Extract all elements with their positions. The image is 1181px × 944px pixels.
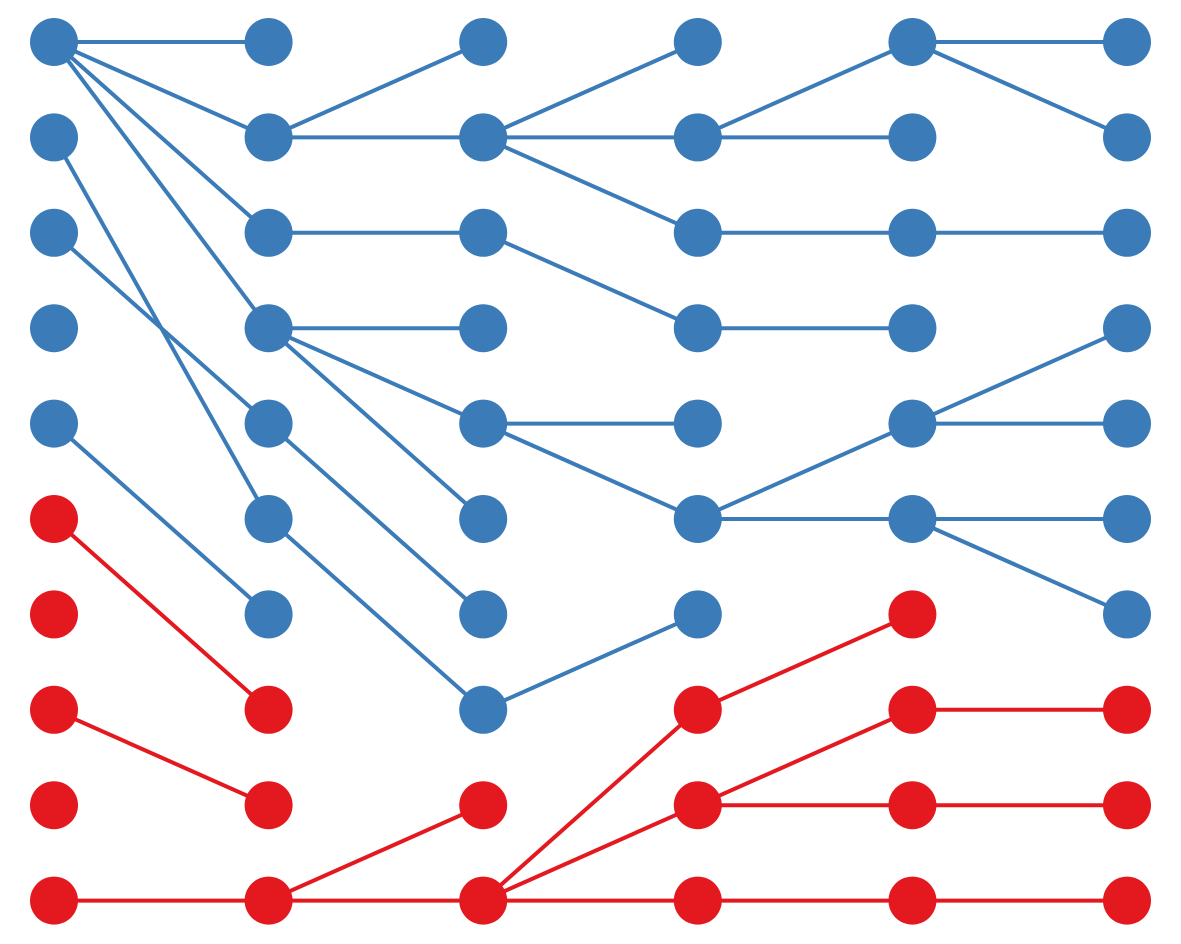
edge-c0r5-c1r7 xyxy=(52,517,271,712)
node-c1r9-red xyxy=(244,876,293,925)
edge-c0r2-c1r4 xyxy=(52,230,271,426)
node-c2r4-blue xyxy=(459,399,508,448)
node-c3r7-red xyxy=(673,685,722,734)
node-c0r1-blue xyxy=(30,113,78,162)
edge-c0r4-c1r6 xyxy=(52,421,271,617)
node-c5r9-red xyxy=(1103,876,1151,925)
node-c0r4-blue xyxy=(30,399,78,448)
node-c1r5-blue xyxy=(244,495,293,543)
edge-c4r5-c5r6 xyxy=(910,517,1129,617)
edge-c1r4-c2r6 xyxy=(266,421,486,617)
node-c0r2-blue xyxy=(30,208,78,257)
edge-c4r0-c5r1 xyxy=(910,40,1129,140)
node-c1r8-red xyxy=(244,781,293,830)
edge-c1r3-c2r5 xyxy=(266,326,486,521)
edge-c3r8-c4r7 xyxy=(695,707,915,808)
node-c0r3-blue xyxy=(30,304,78,353)
node-c3r4-blue xyxy=(673,399,722,448)
node-c1r2-blue xyxy=(244,208,293,257)
edge-c2r9-c3r8 xyxy=(481,803,700,903)
edge-c0r0-c1r1 xyxy=(52,40,271,140)
edges-layer xyxy=(52,40,1129,903)
node-c1r7-red xyxy=(244,685,293,734)
node-c0r6-red xyxy=(30,590,78,639)
edge-c3r1-c4r0 xyxy=(695,40,915,140)
node-c2r7-blue xyxy=(459,685,508,734)
node-c1r6-blue xyxy=(244,590,293,639)
node-c2r0-blue xyxy=(459,18,508,66)
node-c5r4-blue xyxy=(1103,399,1151,448)
node-c3r0-blue xyxy=(673,18,722,66)
node-c2r2-blue xyxy=(459,208,508,257)
edge-c2r4-c3r5 xyxy=(481,421,700,521)
node-c0r5-red xyxy=(30,495,78,543)
edge-c2r1-c3r0 xyxy=(481,40,700,140)
node-c4r6-red xyxy=(888,590,937,639)
edge-c2r2-c3r3 xyxy=(481,230,700,331)
node-c0r0-blue xyxy=(30,18,78,66)
edge-c1r1-c2r0 xyxy=(266,40,486,140)
node-c4r1-blue xyxy=(888,113,937,162)
node-c4r8-red xyxy=(888,781,937,830)
node-c5r7-red xyxy=(1103,685,1151,734)
node-c5r6-blue xyxy=(1103,590,1151,639)
node-c2r9-red xyxy=(459,876,508,925)
node-c2r1-blue xyxy=(459,113,508,162)
node-c3r5-blue xyxy=(673,495,722,543)
node-c3r1-blue xyxy=(673,113,722,162)
edge-c2r9-c3r7 xyxy=(481,707,700,903)
edge-c1r5-c2r7 xyxy=(266,517,486,712)
nodes-layer xyxy=(30,18,1151,925)
node-c5r2-blue xyxy=(1103,208,1151,257)
node-c3r8-red xyxy=(673,781,722,830)
node-c1r3-blue xyxy=(244,304,293,353)
node-c3r2-blue xyxy=(673,208,722,257)
node-c1r0-blue xyxy=(244,18,293,66)
node-c2r3-blue xyxy=(459,304,508,353)
node-c4r4-blue xyxy=(888,399,937,448)
edge-c0r7-c1r8 xyxy=(52,707,271,808)
node-c4r2-blue xyxy=(888,208,937,257)
edge-c2r7-c3r6 xyxy=(481,612,700,712)
node-c5r8-red xyxy=(1103,781,1151,830)
edge-c0r0-c1r2 xyxy=(52,40,271,235)
node-c2r8-red xyxy=(459,781,508,830)
node-c4r0-blue xyxy=(888,18,937,66)
node-c4r7-red xyxy=(888,685,937,734)
node-c0r8-red xyxy=(30,781,78,830)
edge-c4r4-c5r3 xyxy=(910,326,1129,426)
node-c0r7-red xyxy=(30,685,78,734)
node-c5r5-blue xyxy=(1103,495,1151,543)
node-c2r6-blue xyxy=(459,590,508,639)
node-c5r3-blue xyxy=(1103,304,1151,353)
edge-c0r0-c1r3 xyxy=(52,40,271,331)
node-c1r4-blue xyxy=(244,399,293,448)
edge-c3r5-c4r4 xyxy=(695,421,915,521)
node-c4r5-blue xyxy=(888,495,937,543)
edge-c2r1-c3r2 xyxy=(481,135,700,235)
node-c0r9-red xyxy=(30,876,78,925)
edge-c3r7-c4r6 xyxy=(695,612,915,712)
node-c3r9-red xyxy=(673,876,722,925)
node-c4r3-blue xyxy=(888,304,937,353)
node-c3r3-blue xyxy=(673,304,722,353)
node-c5r0-blue xyxy=(1103,18,1151,66)
edge-c1r9-c2r8 xyxy=(266,803,486,903)
edge-c1r3-c2r4 xyxy=(266,326,486,426)
node-c3r6-blue xyxy=(673,590,722,639)
node-c4r9-red xyxy=(888,876,937,925)
node-c2r5-blue xyxy=(459,495,508,543)
node-c1r1-blue xyxy=(244,113,293,162)
node-c5r1-blue xyxy=(1103,113,1151,162)
